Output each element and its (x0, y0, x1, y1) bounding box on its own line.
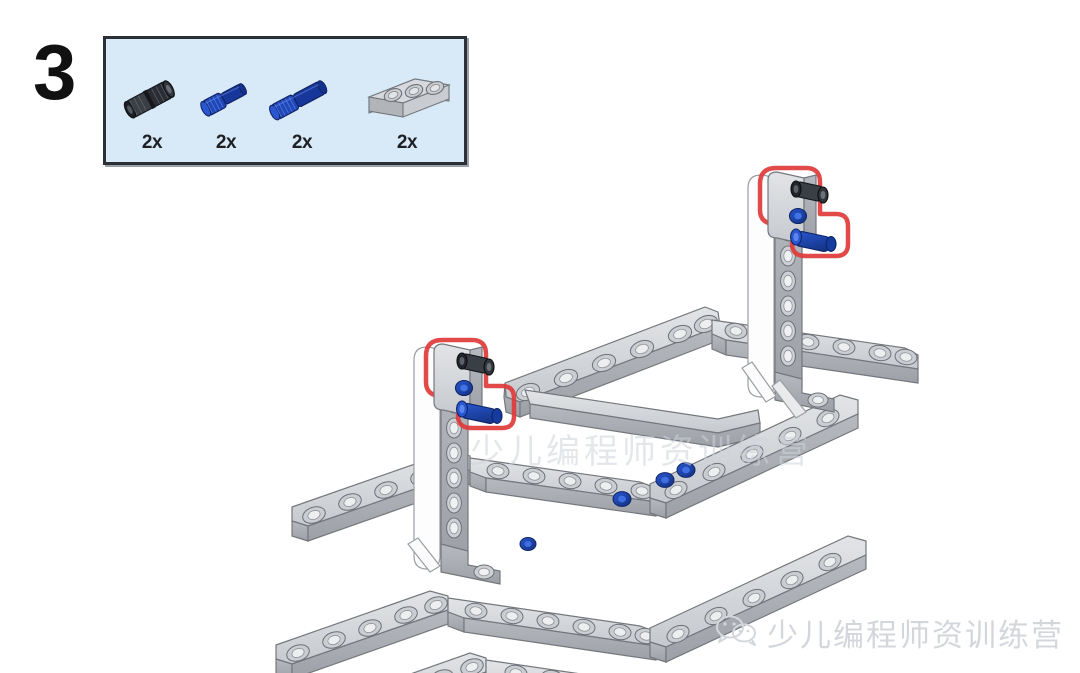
part-quantity: 2x (396, 132, 418, 153)
left-highlighted-assembly (423, 337, 517, 431)
blue-pin-chassis-1 (519, 537, 537, 551)
blue-pin-right-upper (788, 207, 808, 225)
chassis-back-rail-2 (711, 319, 919, 384)
blue-pin-left-lower (456, 400, 503, 424)
chassis-blue-pins (519, 462, 696, 551)
part-slot-axle-pin-blue-short: 2x (184, 67, 268, 152)
part-slot-axle-pin-connector-black: 2x (110, 67, 194, 152)
part-quantity: 2x (215, 132, 237, 153)
blue-pin-chassis-2 (612, 491, 632, 507)
chassis-bottom-rail (411, 652, 487, 673)
blue-pin-left-upper (454, 379, 474, 397)
chassis-back-rail-3 (524, 389, 761, 448)
diagonal-brace-right (741, 361, 807, 419)
technic-beam-3-holes-grey-icon (354, 67, 460, 129)
diagonal-brace-left (407, 537, 441, 573)
axle-pin-blue-long-icon (256, 67, 348, 129)
part-quantity: 2x (141, 132, 163, 153)
axle-pin-blue-short-icon (184, 67, 268, 129)
part-slot-axle-pin-blue-long: 2x (256, 67, 348, 152)
chassis-bottom-rail-2 (485, 659, 579, 673)
chassis-mid-rail-right (469, 457, 657, 517)
axle-pin-connector-black-icon (110, 67, 194, 129)
part-slot-technic-beam-3-holes-grey: 2x (354, 67, 460, 152)
model-illustration (0, 140, 1080, 673)
chassis-front-rail-left (275, 590, 449, 673)
parts-bin: 2x 2x (103, 36, 467, 165)
black-pin-right (790, 180, 829, 204)
right-highlighted-assembly (757, 165, 851, 259)
chassis-front-rail-center (447, 597, 658, 661)
blue-pin-chassis-4 (676, 462, 696, 478)
blue-pin-chassis-3 (655, 472, 675, 488)
chassis-mid-rail-far-right (649, 394, 859, 519)
step-number: 3 (33, 28, 76, 116)
blue-pin-right-lower (790, 228, 837, 252)
chassis-front-rail-right (649, 535, 867, 663)
part-quantity: 2x (291, 132, 313, 153)
black-pin-left (456, 352, 495, 376)
